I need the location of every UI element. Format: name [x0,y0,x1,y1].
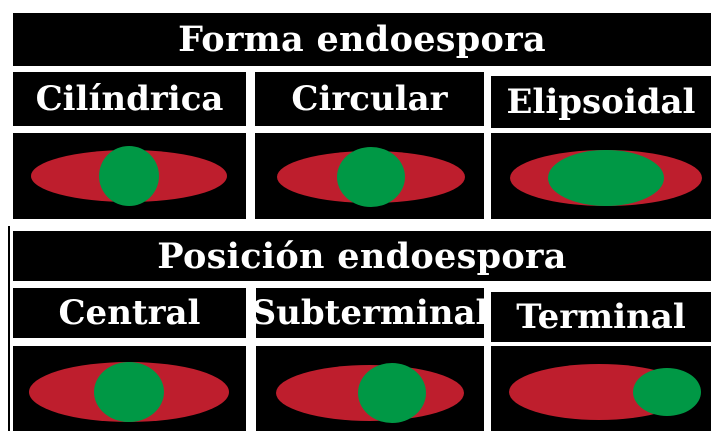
label-elipsoidal: Elipsoidal [491,76,711,128]
endospore [94,362,164,422]
cell-elipsoidal [491,133,711,219]
bacterium-subterminal-spore [276,363,464,423]
label-subterminal: Subterminal [252,288,488,338]
endospore [337,147,405,207]
endospore [99,146,159,206]
endospore [633,368,701,416]
cell-central [13,346,246,431]
cell-circular [255,133,484,219]
endospore [548,150,664,206]
bacterium-terminal-spore [509,364,701,420]
section-title-forma: Forma endoespora [13,13,711,66]
label-circular: Circular [255,72,484,126]
bacterium-circular-spore [277,147,465,207]
label-cilindrica: Cilíndrica [13,72,246,126]
bacterium-central-spore [29,362,229,422]
bacterium-cylindrical-spore [31,146,227,206]
cell-subterminal [256,346,484,431]
label-terminal: Terminal [491,292,711,342]
left-border-line [8,226,10,431]
section-title-posicion: Posición endoespora [13,231,711,281]
endospore [358,363,426,423]
bacterium-ellipsoidal-spore [510,150,702,206]
label-central: Central [13,288,246,338]
cell-cilindrica [13,133,246,219]
cell-terminal [491,346,711,431]
